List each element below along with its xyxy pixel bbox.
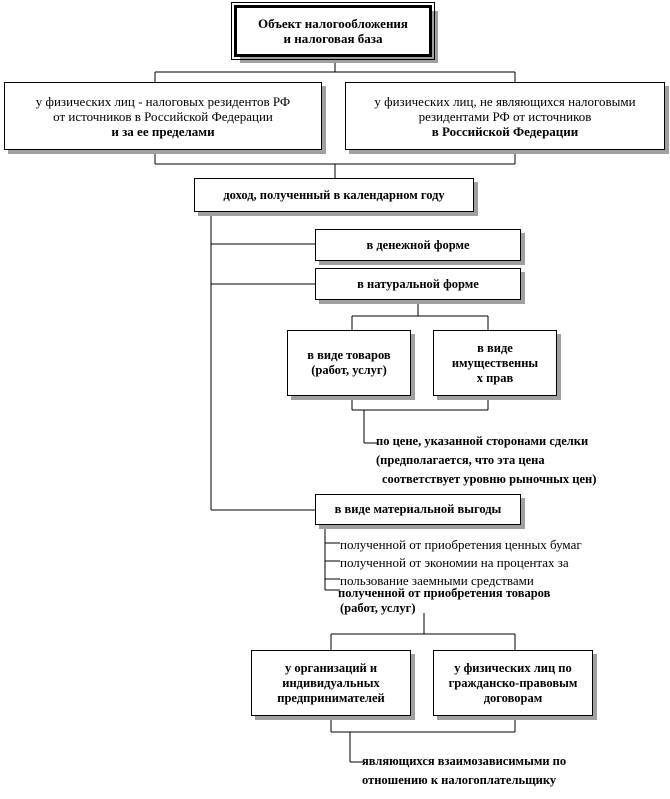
property-rights-line-3: х прав	[476, 370, 514, 385]
nonresidents-line-3: в Российской Федерации	[431, 123, 579, 139]
property-rights-line-2: имущественны	[451, 355, 539, 370]
individuals-line-3: договорам	[483, 690, 543, 705]
monetary-form-label: в денежной форме	[366, 237, 470, 252]
goods-box: в виде товаров (работ, услуг)	[287, 330, 411, 396]
residents-line-1: у физических лиц - налоговых резидентов …	[35, 93, 291, 109]
organizations-box: у организаций и индивидуальных предприни…	[251, 650, 411, 716]
price-note-line-3: соответствует уровню рыночных цен)	[382, 472, 597, 486]
property-rights-line-1: в виде	[477, 340, 513, 355]
benefit-list: полученной от приобретения ценных бумаг …	[340, 536, 640, 590]
residents-line-3: и за ее пределами	[111, 123, 215, 139]
organizations-line-3: предпринимателей	[277, 690, 385, 705]
organizations-line-2: индивидуальных	[282, 675, 380, 690]
interdependent-line-1: являющихся взаимозависимыми по	[362, 754, 567, 768]
benefit-item-goods: полученной от приобретения товаров	[338, 586, 551, 600]
benefit-item-goods-sub: (работ, услуг)	[340, 601, 416, 615]
interdependent-note: являющихся взаимозависимыми по отношению…	[362, 754, 642, 788]
benefit-item-interest: полученной от экономии на процентах за	[340, 555, 569, 570]
individuals-line-2: гражданско-правовым	[448, 675, 578, 690]
natural-form-label: в натуральной форме	[357, 276, 479, 291]
property-rights-box: в виде имущественны х прав	[433, 330, 557, 396]
natural-form-box: в натуральной форме	[315, 268, 521, 300]
individuals-box: у физических лиц по гражданско-правовым …	[433, 650, 593, 716]
organizations-line-1: у организаций и	[284, 660, 378, 675]
material-benefit-box: в виде материальной выгоды	[315, 494, 521, 525]
residents-box: у физических лиц - налоговых резидентов …	[4, 82, 322, 150]
price-note: по цене, указанной сторонами сделки (пре…	[376, 434, 626, 487]
nonresidents-line-2: резидентами РФ от источников	[418, 108, 592, 124]
income-box: доход, полученный в календарном году	[194, 178, 474, 212]
title-box: Объект налогообложения и налоговая база	[231, 2, 435, 60]
goods-line-2: (работ, услуг)	[311, 363, 387, 377]
goods-line-1: в виде товаров	[307, 348, 391, 362]
price-note-line-2: (предполагается, что эта цена	[376, 453, 545, 467]
price-note-line-1: по цене, указанной сторонами сделки	[376, 434, 589, 448]
benefit-item-securities: полученной от приобретения ценных бумаг	[340, 537, 582, 552]
interdependent-line-2: отношению к налогоплательщику	[362, 773, 557, 787]
nonresidents-line-1: у физических лиц, не являющихся налоговы…	[374, 93, 636, 109]
title-line-2: и налоговая база	[283, 31, 383, 46]
title-line-1: Объект налогообложения	[258, 16, 408, 31]
individuals-line-1: у физических лиц по	[454, 660, 572, 675]
nonresidents-box: у физических лиц, не являющихся налоговы…	[345, 82, 665, 150]
residents-line-2: от источников в Российской Федерации	[53, 108, 273, 124]
material-benefit-label: в виде материальной выгоды	[334, 502, 502, 516]
income-label: доход, полученный в календарном году	[223, 187, 445, 202]
benefit-item-borrowed: пользование заемными средствами	[340, 573, 534, 588]
benefit-goods: полученной от приобретения товаров (рабо…	[338, 586, 638, 616]
monetary-form-box: в денежной форме	[315, 229, 521, 261]
